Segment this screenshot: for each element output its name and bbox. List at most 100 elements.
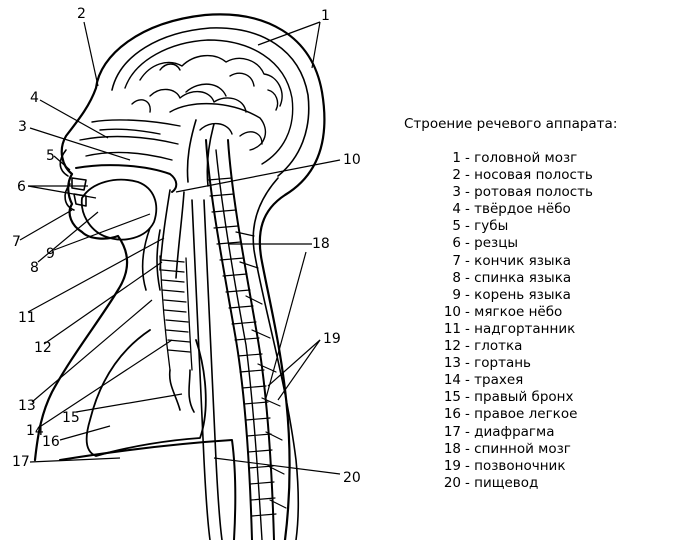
vertebrae	[207, 177, 287, 517]
legend-item-label: правый бронх	[474, 389, 574, 406]
legend-item-label: головной мозг	[474, 150, 578, 166]
callout-4: 4	[30, 90, 39, 106]
legend-item-number: 18	[443, 440, 461, 457]
legend-item-separator: -	[465, 474, 475, 491]
legend-item: 14- трахея	[437, 372, 593, 389]
larynx	[141, 227, 161, 291]
legend-item: 20- пищевод	[437, 475, 593, 492]
legend-item-label: гортань	[474, 355, 532, 372]
legend-item-number: 14	[443, 372, 461, 389]
leader-lines	[19, 21, 341, 475]
legend-item-number: 2	[452, 167, 461, 184]
legend-item: 19- позвоночник	[437, 458, 593, 475]
legend-item-separator: -	[465, 150, 475, 166]
legend-item: 6- резцы	[437, 235, 593, 252]
spinal-cord	[215, 149, 263, 540]
legend-item-number: 7	[452, 252, 461, 269]
hard-palate	[75, 164, 178, 193]
legend-item: 10- мягкое нёбо	[437, 304, 593, 321]
brain	[124, 39, 294, 165]
legend-item-separator: -	[465, 440, 475, 457]
tongue	[80, 178, 158, 241]
legend-item-number: 5	[452, 218, 461, 235]
legend-item-number: 3	[452, 184, 461, 201]
callout-8: 8	[30, 260, 39, 276]
legend-item-label: пищевод	[474, 474, 539, 491]
callout-13: 13	[18, 398, 36, 414]
callout-12: 12	[34, 340, 52, 356]
legend-item-label: надгортанник	[474, 320, 576, 337]
legend-item-separator: -	[465, 338, 475, 355]
legend-item-label: спинка языка	[474, 269, 572, 286]
legend-item: 5- губы	[437, 218, 593, 235]
legend-item: 11- надгортанник	[437, 321, 593, 338]
legend-item-label: губы	[474, 218, 509, 235]
legend-item-label: резцы	[474, 235, 519, 252]
callout-7: 7	[12, 234, 21, 250]
callout-numbers: 1 2 3 4 5 6 7 8 9 10 11 12 13 14 15 16 1…	[12, 6, 361, 486]
legend-item-separator: -	[465, 235, 475, 252]
neck-back	[252, 177, 300, 540]
callout-15: 15	[62, 410, 80, 426]
trachea-rings	[159, 255, 193, 371]
bronchus	[168, 369, 195, 413]
legend-item-separator: -	[465, 423, 475, 440]
legend-item: 15- правый бронх	[437, 389, 593, 406]
incisors	[71, 177, 87, 207]
legend-item-number: 6	[452, 235, 461, 252]
nasal-cavity	[79, 119, 181, 161]
legend-item: 13- гортань	[437, 355, 593, 372]
legend-item: 7- кончик языка	[437, 253, 593, 270]
legend-item: 16- правое легкое	[437, 406, 593, 423]
legend-item: 1- головной мозг	[437, 150, 593, 167]
body-outline	[33, 13, 326, 540]
legend-item-label: трахея	[474, 372, 524, 389]
legend-item-separator: -	[465, 286, 475, 303]
legend-item-number: 20	[443, 474, 461, 491]
callout-3: 3	[18, 119, 27, 135]
legend-item-number: 13	[443, 355, 461, 372]
callout-5: 5	[46, 148, 55, 164]
legend-item-separator: -	[465, 406, 475, 423]
legend-item-number: 16	[443, 406, 461, 423]
legend-item-label: спинной мозг	[474, 440, 571, 457]
legend-item: 3- ротовая полость	[437, 184, 593, 201]
legend-item-separator: -	[465, 201, 475, 218]
lung	[85, 329, 207, 457]
legend-item: 4- твёрдое нёбо	[437, 201, 593, 218]
legend-item-separator: -	[465, 269, 475, 286]
legend-item-label: корень языка	[474, 286, 571, 303]
legend-item-label: носовая полость	[474, 167, 593, 184]
legend-item-separator: -	[465, 389, 475, 406]
callout-18: 18	[312, 236, 330, 252]
legend-item-label: правое легкое	[474, 406, 578, 423]
legend-item-number: 19	[443, 457, 461, 474]
callout-17: 17	[12, 454, 30, 470]
legend-item-number: 4	[452, 201, 461, 218]
pharynx	[159, 189, 185, 279]
legend-item-label: твёрдое нёбо	[474, 201, 571, 218]
legend-item-separator: -	[465, 355, 475, 372]
diaphragm	[59, 439, 237, 540]
legend-item-label: кончик языка	[474, 252, 571, 269]
callout-16: 16	[42, 434, 60, 450]
callout-2: 2	[77, 6, 86, 22]
legend-item-number: 17	[443, 423, 461, 440]
callout-14: 14	[26, 423, 44, 439]
legend-item: 12- глотка	[437, 338, 593, 355]
legend-item-number: 11	[443, 320, 461, 337]
callout-6: 6	[17, 179, 26, 195]
legend-title: Строение речевого аппарата:	[404, 116, 618, 132]
legend-item-separator: -	[465, 218, 475, 235]
legend-item-number: 12	[443, 338, 461, 355]
skull-inner	[111, 27, 310, 177]
legend-item-label: диафрагма	[474, 423, 555, 440]
legend-item-separator: -	[465, 320, 475, 337]
legend-item-label: позвоночник	[474, 457, 566, 474]
callout-19: 19	[323, 331, 341, 347]
callout-10: 10	[343, 152, 361, 168]
legend-item-separator: -	[465, 252, 475, 269]
callout-1: 1	[321, 8, 330, 24]
legend-item-separator: -	[465, 372, 475, 389]
